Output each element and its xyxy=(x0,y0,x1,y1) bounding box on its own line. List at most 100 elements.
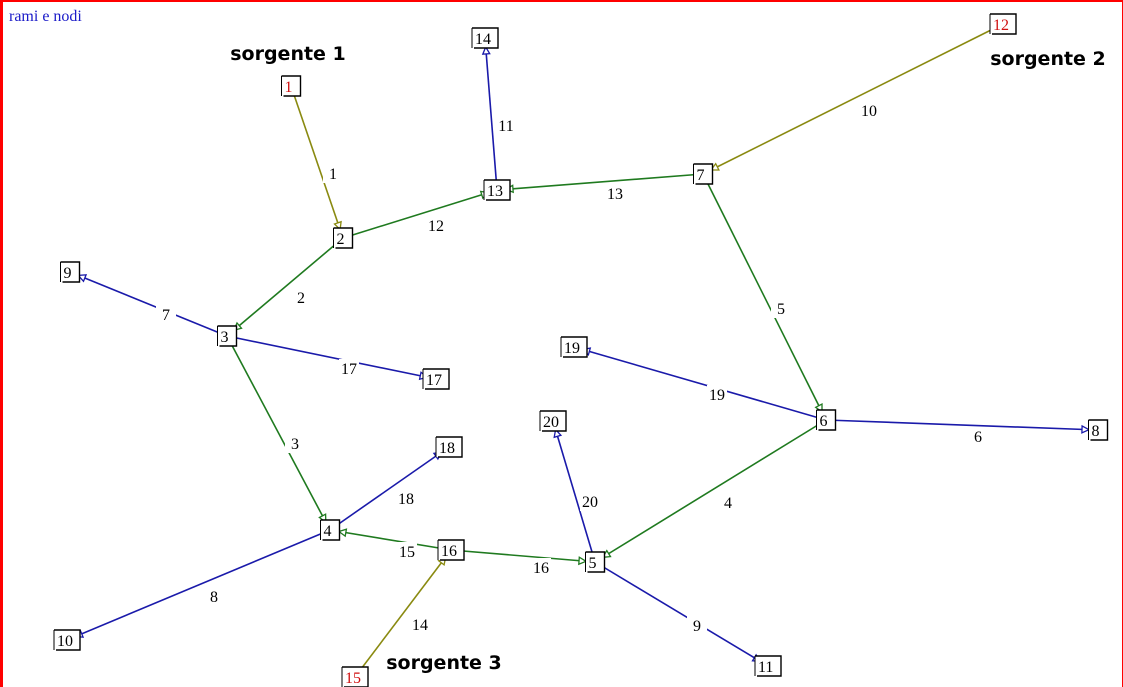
source-label-3: sorgente 3 xyxy=(386,652,502,674)
node-10: 10 xyxy=(53,629,81,651)
node-label-16: 16 xyxy=(441,543,457,560)
edge-label-bg-3 xyxy=(285,434,305,453)
node-label-14: 14 xyxy=(475,31,491,48)
node-box-bg xyxy=(755,656,781,676)
node-2: 2 xyxy=(333,227,354,249)
edge-13 xyxy=(496,173,704,191)
node-box-frame xyxy=(755,655,782,677)
node-label-3: 3 xyxy=(221,329,229,346)
node-box-frame xyxy=(281,75,302,97)
edge-label-bg-1 xyxy=(323,164,343,183)
node-box-bg xyxy=(484,180,510,200)
edge-5 xyxy=(702,173,827,421)
node-box-frame xyxy=(561,336,588,358)
node-20: 20 xyxy=(539,410,567,432)
node-box-bg xyxy=(472,28,498,48)
edge-label-20: 20 xyxy=(582,494,598,511)
node-box-frame xyxy=(423,368,450,390)
node-7: 7 xyxy=(693,163,714,185)
node-box-frame xyxy=(438,539,465,561)
node-box-frame xyxy=(540,410,567,432)
node-box-bg xyxy=(281,76,301,96)
edge-label-bg-20 xyxy=(580,492,600,511)
node-label-12: 12 xyxy=(993,17,1009,34)
edge-label-7: 7 xyxy=(162,307,170,324)
edge-label-bg-10 xyxy=(859,101,879,120)
edge-2 xyxy=(226,237,344,337)
edge-label-18: 18 xyxy=(398,491,414,508)
node-label-18: 18 xyxy=(439,440,455,457)
edge-label-8: 8 xyxy=(210,589,218,606)
node-14: 14 xyxy=(471,27,499,49)
node-18: 18 xyxy=(435,436,463,458)
node-box-bg xyxy=(561,337,587,357)
node-box-frame xyxy=(816,409,837,431)
edge-8 xyxy=(66,529,331,641)
node-box-bg xyxy=(60,262,80,282)
node-label-13: 13 xyxy=(487,183,503,200)
edge-16 xyxy=(450,549,596,563)
edge-label-19: 19 xyxy=(709,387,725,404)
node-label-10: 10 xyxy=(57,633,73,650)
edge-label-bg-15 xyxy=(397,542,417,561)
edge-15 xyxy=(329,529,452,551)
node-label-11: 11 xyxy=(758,659,773,676)
edge-11 xyxy=(484,37,498,191)
node-5: 5 xyxy=(585,551,606,573)
node-box-bg xyxy=(990,14,1016,34)
edge-1 xyxy=(290,85,344,239)
edge-label-bg-16 xyxy=(531,558,551,577)
edge-label-5: 5 xyxy=(777,301,785,318)
node-box-bg xyxy=(540,411,566,431)
edge-arrow-7 xyxy=(76,274,88,283)
edge-label-3: 3 xyxy=(291,436,299,453)
edge-19 xyxy=(573,346,827,421)
node-11: 11 xyxy=(754,655,782,677)
edge-label-9: 9 xyxy=(693,618,701,635)
edge-label-10: 10 xyxy=(861,103,877,120)
edge-arrow-15 xyxy=(337,528,348,538)
edge-label-bg-5 xyxy=(771,299,791,318)
edge-17 xyxy=(226,335,437,380)
edge-label-bg-17 xyxy=(339,359,359,378)
edge-arrow-6 xyxy=(1081,424,1091,434)
edge-label-bg-13 xyxy=(605,184,625,203)
node-label-6: 6 xyxy=(820,413,828,430)
node-box-frame xyxy=(1088,419,1109,441)
node-3: 3 xyxy=(217,325,238,347)
edge-label-17: 17 xyxy=(341,361,357,378)
edge-12 xyxy=(342,189,498,239)
edge-arrow-11 xyxy=(481,45,491,55)
edge-14 xyxy=(354,549,452,678)
node-box-frame xyxy=(990,13,1017,35)
node-box-bg xyxy=(693,164,713,184)
edge-label-2: 2 xyxy=(297,290,305,307)
source-label-1: sorgente 1 xyxy=(230,43,346,65)
node-box-bg xyxy=(217,326,237,346)
edge-label-bg-11 xyxy=(496,116,516,135)
node-9: 9 xyxy=(60,261,81,283)
node-label-4: 4 xyxy=(324,523,332,540)
node-box-bg xyxy=(423,369,449,389)
node-box-frame xyxy=(333,227,354,249)
node-15: 15 xyxy=(341,666,369,687)
edge-arrow-16 xyxy=(578,556,588,566)
edge-20 xyxy=(552,420,596,563)
edge-3 xyxy=(226,335,331,531)
node-19: 19 xyxy=(560,336,588,358)
edge-label-bg-8 xyxy=(204,587,224,606)
node-box-frame xyxy=(217,325,238,347)
edge-label-bg-19 xyxy=(707,385,727,404)
node-label-15: 15 xyxy=(345,670,361,687)
edge-label-1: 1 xyxy=(329,166,337,183)
edge-6 xyxy=(825,419,1099,431)
node-box-bg xyxy=(320,520,340,540)
edge-label-bg-7 xyxy=(156,305,176,324)
node-label-9: 9 xyxy=(64,265,72,282)
node-12: 12 xyxy=(989,13,1017,35)
node-8: 8 xyxy=(1088,419,1109,441)
node-16: 16 xyxy=(437,539,465,561)
